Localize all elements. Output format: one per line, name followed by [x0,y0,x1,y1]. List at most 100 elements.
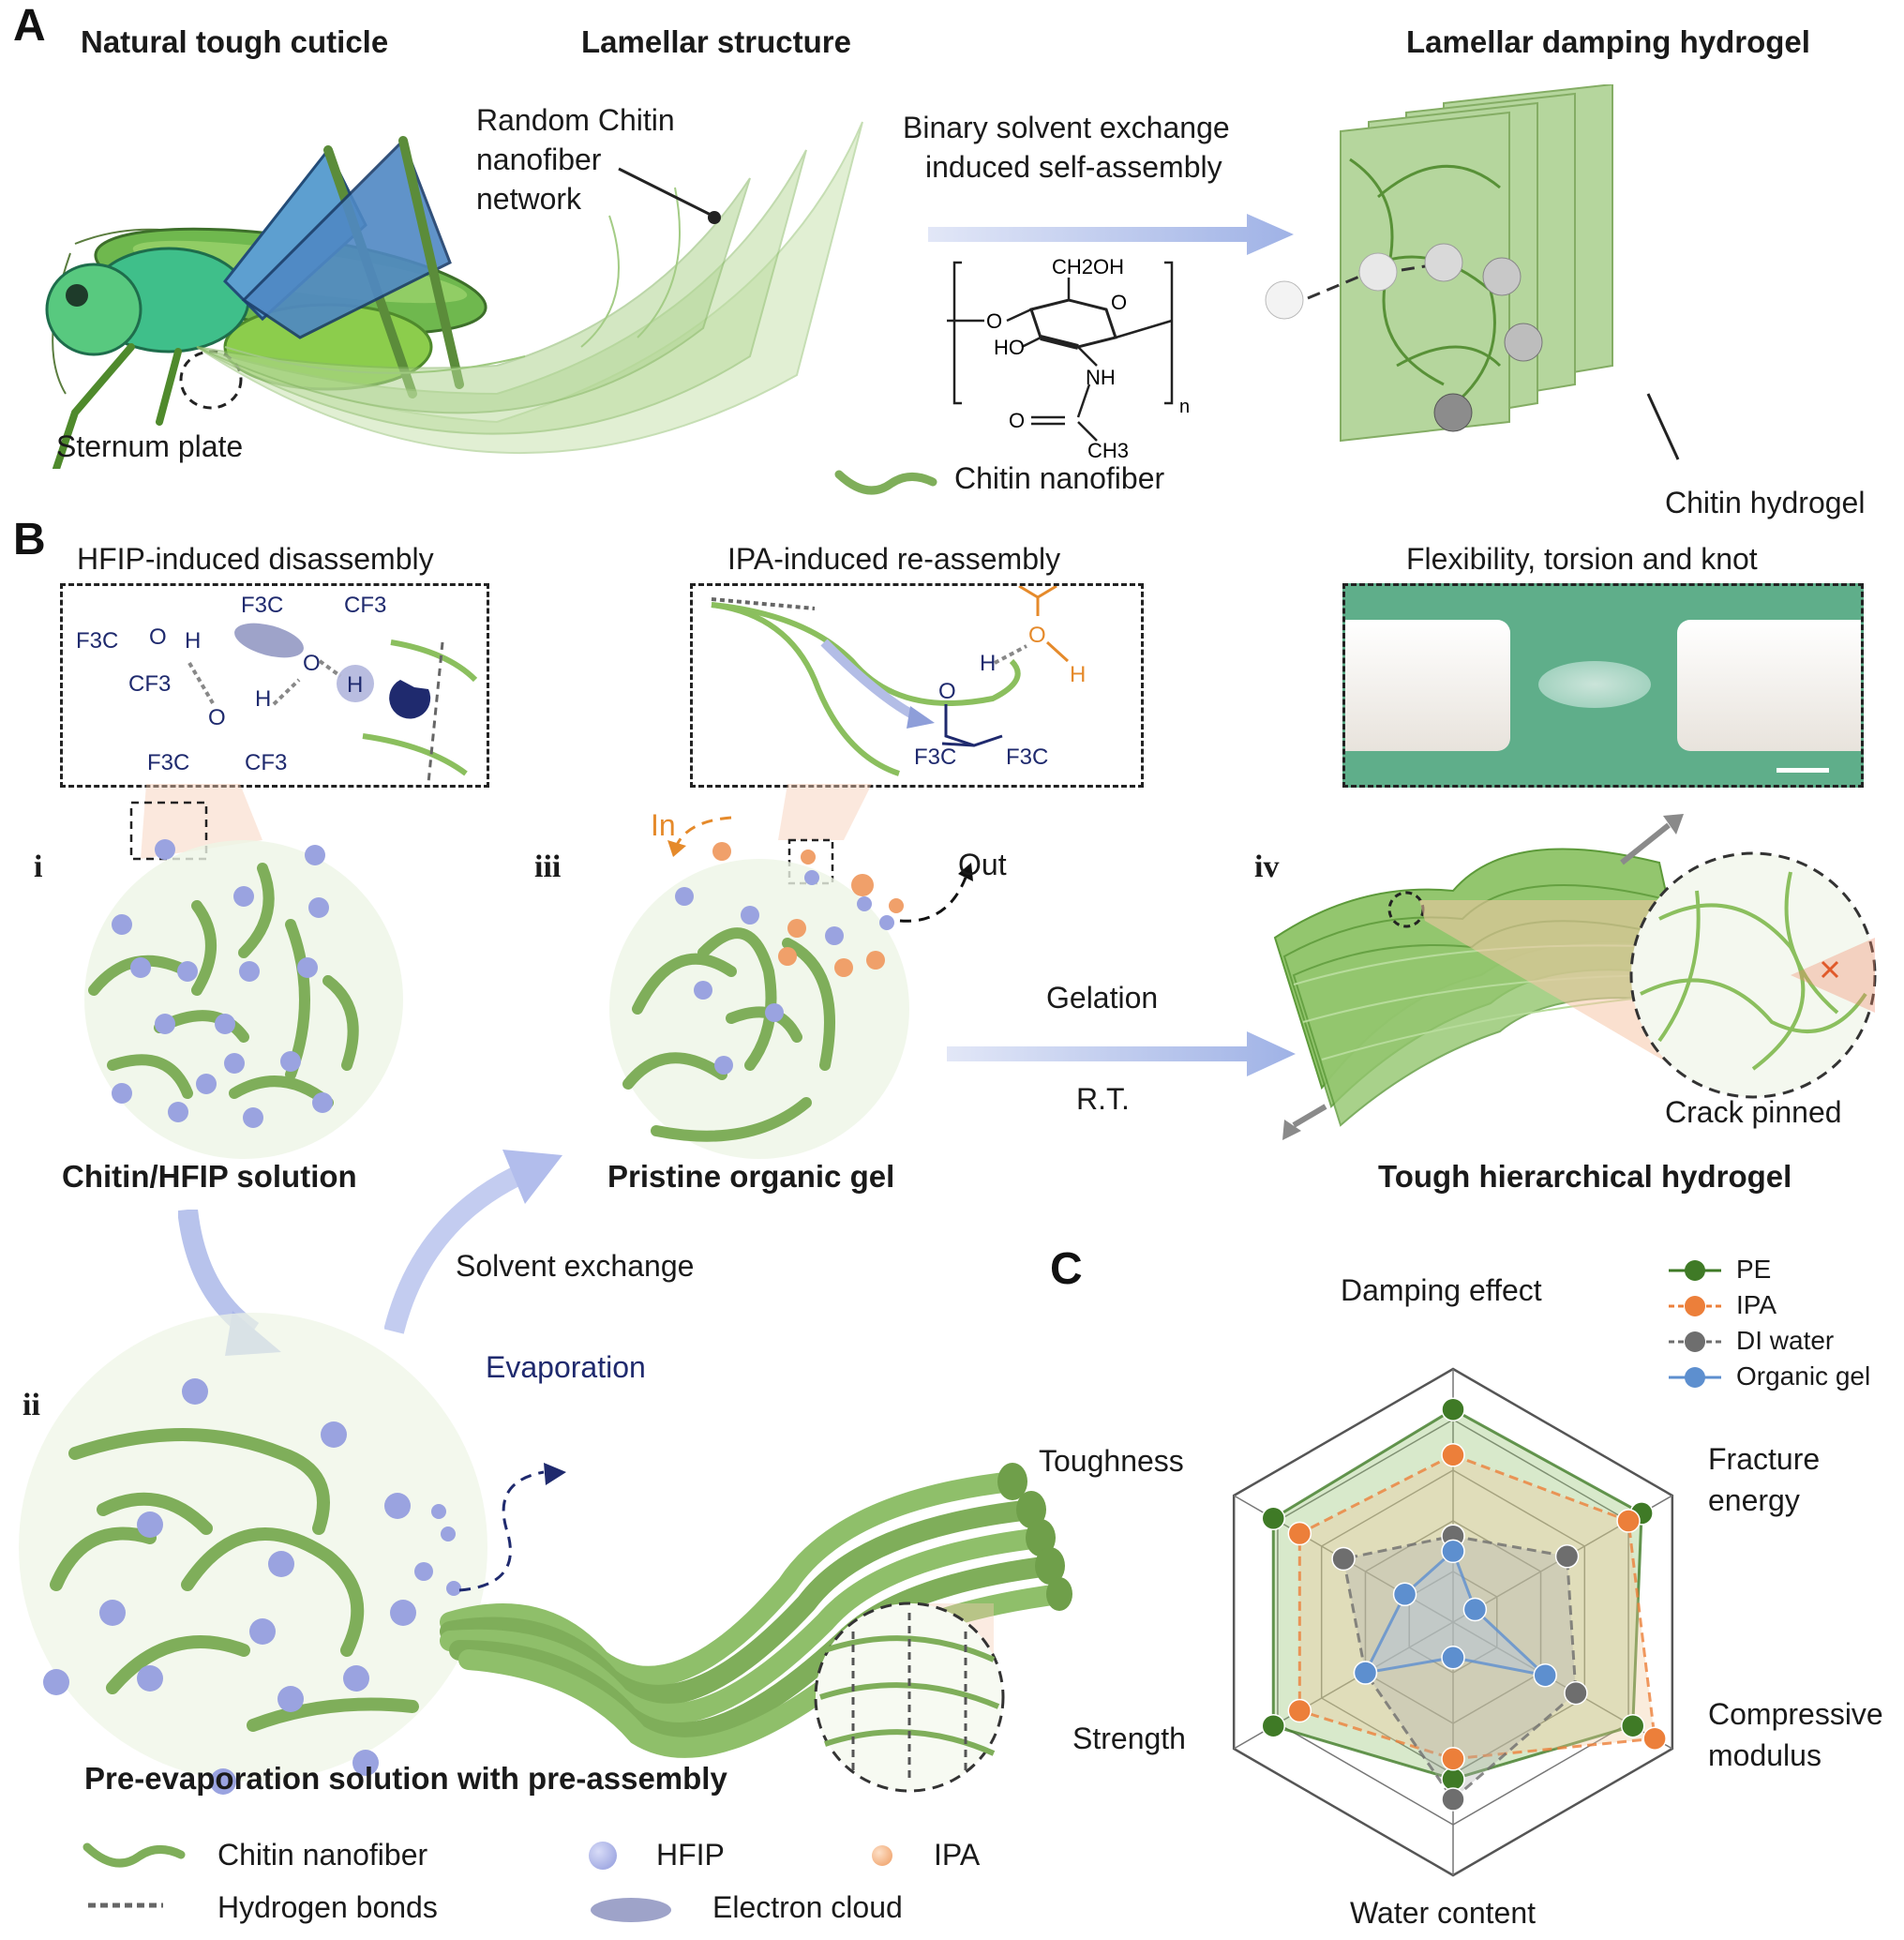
axis-label-compressive-1: Compressive [1708,1697,1883,1731]
hfip-o-2: O [303,651,321,676]
chitin-hfip-solution-illustration [84,784,403,1159]
hfip-h-3: H [255,686,271,712]
photo-knot [1538,661,1651,708]
tough-hydrogel-illustration [1273,814,1877,1140]
hfip-f3c-2: F3C [241,593,283,618]
legend-pe-marker [1669,1260,1721,1281]
radar-point-organic-gel-2 [1533,1662,1557,1688]
random-network-label-3: network [476,182,582,216]
legend-pe-label: PE [1736,1255,1772,1284]
photo-clamp-right [1677,620,1861,751]
pre-evaporation-illustration [19,1313,1072,1795]
legend-ipa-marker [1669,1296,1721,1316]
caption-tough-hydrogel: Tough hierarchical hydrogel [1378,1159,1792,1194]
axis-label-strength: Strength [1072,1722,1186,1755]
ipa-h-2: H [1070,662,1086,687]
chem-o-link: O [986,309,1002,333]
radar-point-di-water-2 [1564,1680,1588,1706]
rt-label: R.T. [1076,1082,1130,1116]
radar-point-pe-4 [1261,1713,1286,1738]
binary-exchange-label-1: Binary solvent exchange [903,111,1230,144]
legend-electron-cloud-icon [591,1898,671,1922]
chitin-nanofiber-label-a: Chitin nanofiber [954,461,1165,495]
axis-label-toughness: Toughness [1039,1444,1184,1478]
axis-label-water: Water content [1350,1896,1537,1930]
caption-pristine-gel: Pristine organic gel [607,1159,895,1194]
hfip-h-1: H [185,628,201,654]
hfip-cf3-1: CF3 [128,671,171,697]
gelation-arrow [947,1031,1296,1076]
hfip-f3c-1: F3C [76,628,118,654]
binary-exchange-label-2: induced self-assembly [925,150,1222,184]
hfip-molecule-diagram: F3C O H CF3 F3C CF3 O O H F3C CF3 H [76,593,478,784]
radar-point-ipa-5 [1287,1521,1312,1546]
legend-fiber-icon [82,1842,186,1868]
lamellar-hydrogel-cube [1265,84,1680,460]
ipa-o-2: O [1028,623,1046,648]
radar-legend: PE IPA DI water Organic gel [1669,1253,1894,1403]
flexibility-photo [1342,583,1864,788]
hfip-o-1: O [149,624,167,650]
chitin-hydrogel-label: Chitin hydrogel [1665,486,1866,519]
radar-point-ipa-0 [1441,1443,1465,1467]
legend-electron-cloud: Electron cloud [712,1890,903,1924]
solvent-exchange-label: Solvent exchange [456,1249,695,1283]
exchange-arrow [928,214,1294,255]
panel-a-title-lamellar: Lamellar structure [581,24,851,59]
stage-iii-label: iii [534,850,562,884]
ipa-cf3: F3C [1006,744,1048,770]
legend-hfip: HFIP [656,1838,725,1872]
in-label: In [651,808,676,842]
lamellar-sheets-illustration [196,121,863,454]
legend-hfip-icon [589,1842,617,1870]
radar-point-organic-gel-4 [1353,1661,1378,1685]
out-label: Out [958,848,1007,881]
hfip-cf3-3: CF3 [245,750,287,775]
hfip-o-3: O [208,705,226,730]
legend-organic-label: Organic gel [1736,1361,1871,1391]
radar-point-ipa-3 [1441,1747,1465,1771]
random-network-label-2: nanofiber [476,143,602,176]
hfip-disassembly-box: F3C O H CF3 F3C CF3 O O H F3C CF3 H [60,583,489,788]
caption-chitin-hfip: Chitin/HFIP solution [62,1159,357,1194]
pristine-organic-gel-illustration [609,784,973,1159]
photo-clamp-left [1345,620,1510,751]
panel-a-letter: A [13,1,46,51]
gelation-label: Gelation [1046,981,1159,1015]
legend-ipa-icon [872,1845,892,1866]
flex-box-title: Flexibility, torsion and knot [1406,542,1758,576]
caption-pre-evaporation: Pre-evaporation solution with pre-assemb… [84,1761,727,1796]
chitin-chemical-structure: CH2OH O O HO NH O CH3 n [947,255,1190,459]
chem-ch3: CH3 [1087,439,1129,459]
ipa-reassembly-box: H O F3C F3C O H [690,583,1144,788]
ipa-h-1: H [980,651,996,676]
random-network-label-1: Random Chitin [476,103,675,137]
hfip-cf3-2: CF3 [344,593,386,618]
crack-pinned-label: Crack pinned [1665,1095,1842,1129]
chem-ho: HO [994,336,1025,359]
photo-scale-bar [1777,768,1829,773]
radar-point-pe-3 [1441,1767,1465,1792]
radar-point-organic-gel-3 [1441,1646,1465,1670]
radar-point-ipa-1 [1616,1509,1641,1533]
legend-hbond-icon [88,1902,163,1908]
arrow-ii-to-iii [384,1150,562,1334]
evaporation-label: Evaporation [486,1350,646,1384]
axis-label-damping: Damping effect [1341,1273,1542,1307]
hfip-f3c-3: F3C [147,750,189,775]
sternum-plate-label: Sternum plate [56,429,244,463]
ipa-reassembly-diagram: H O F3C F3C O H [711,584,1086,776]
panel-a-title-cuticle: Natural tough cuticle [81,24,389,59]
hfip-h-2: H [347,672,363,698]
chitin-nanofiber-legend-icon-a [834,470,937,495]
chem-o-ring: O [1111,291,1127,314]
legend-ipa-label: IPA [1736,1290,1777,1319]
axis-label-fracture-2: energy [1708,1483,1800,1517]
radar-point-di-water-1 [1554,1544,1580,1569]
ipa-box-title: IPA-induced re-assembly [727,542,1061,576]
chem-o-carbonyl: O [1009,409,1025,432]
stage-i-label: i [34,850,43,884]
radar-point-pe-2 [1620,1713,1645,1738]
radar-point-organic-gel-0 [1441,1539,1465,1564]
chem-n: n [1179,397,1190,417]
